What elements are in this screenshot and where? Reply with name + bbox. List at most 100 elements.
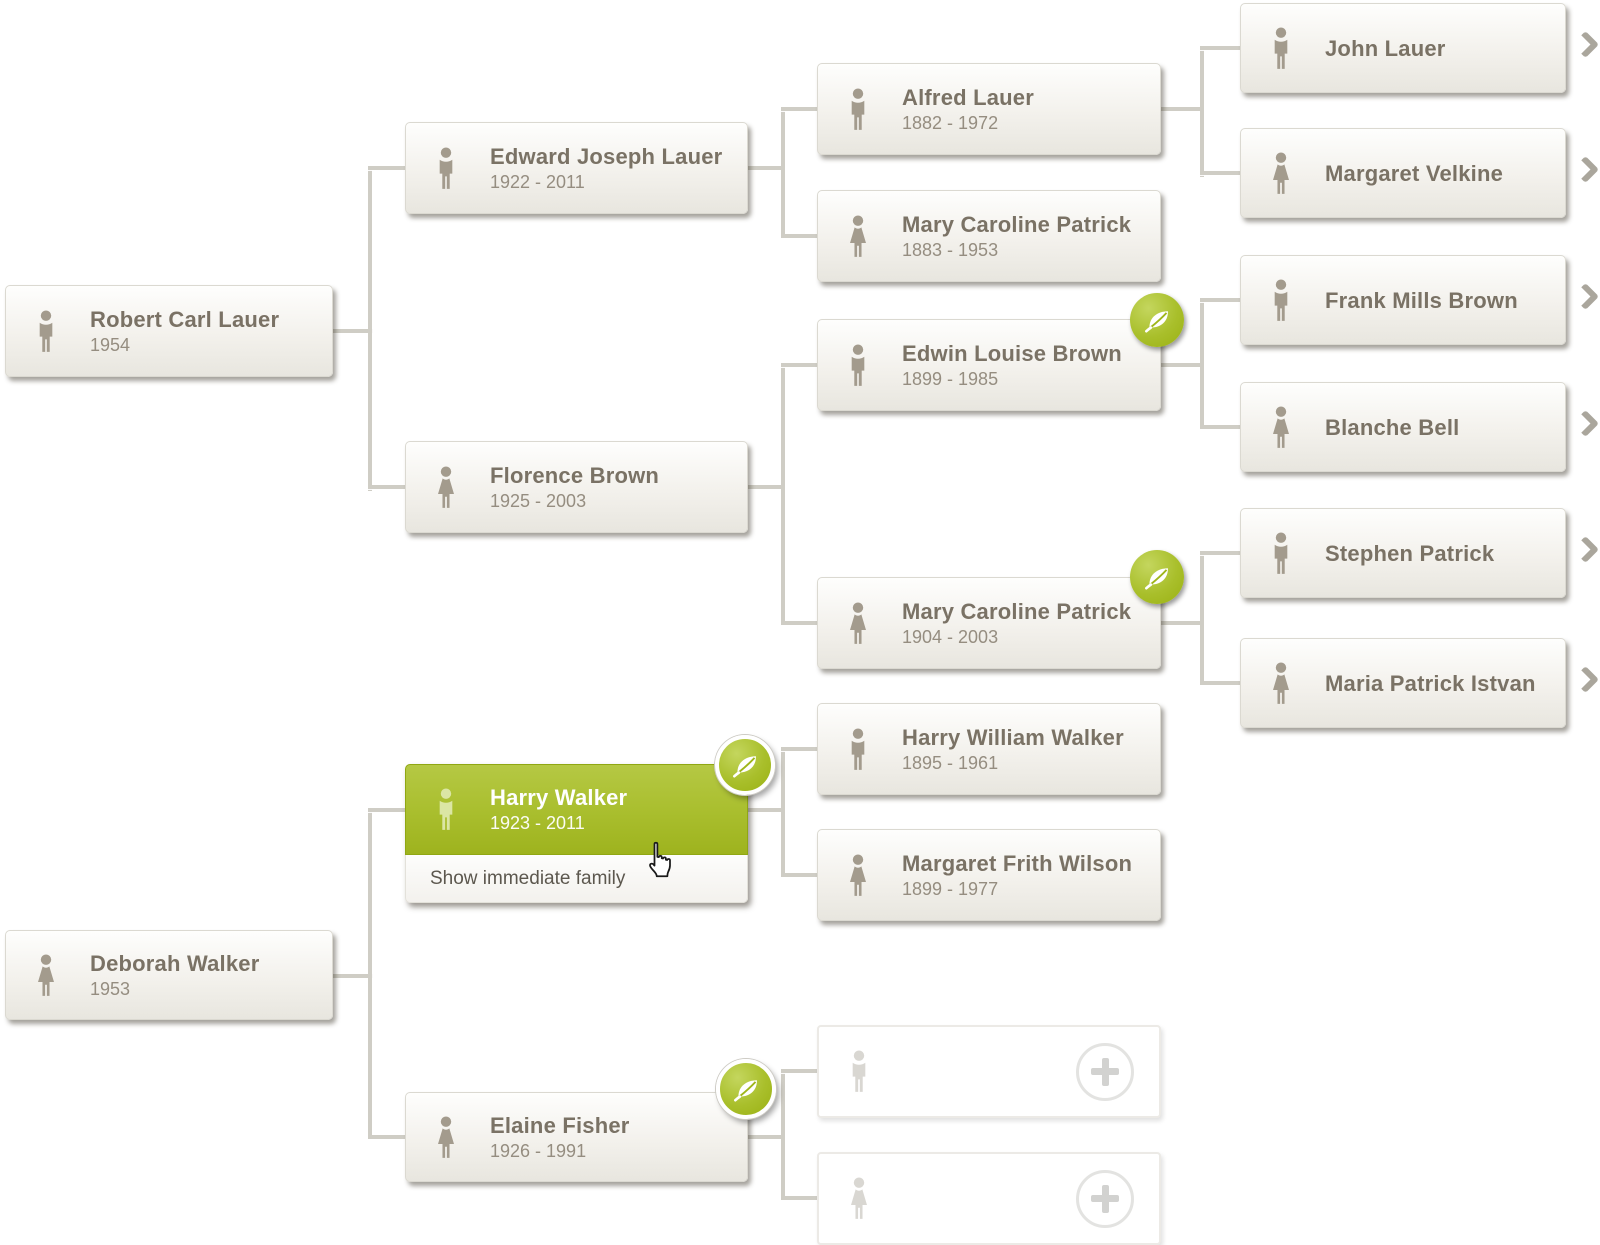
male-icon: [846, 1049, 872, 1094]
person-node-robert-carl-lauer[interactable]: Robert Carl Lauer 1954: [5, 285, 333, 377]
connector-line: [781, 1069, 785, 1200]
male-icon: [1268, 278, 1294, 323]
selected-person-group: Harry Walker 1923 - 2011 Show immediate …: [405, 764, 748, 903]
person-info: Harry William Walker 1895 - 1961: [902, 725, 1124, 774]
expand-ancestors-chevron-icon[interactable]: [1572, 31, 1599, 58]
person-node-frank-mills-brown[interactable]: Frank Mills Brown: [1240, 255, 1566, 345]
connector-line: [781, 747, 785, 877]
connector-line: [781, 234, 817, 238]
expand-ancestors-chevron-icon[interactable]: [1572, 536, 1599, 563]
show-immediate-family-label: Show immediate family: [430, 867, 626, 889]
person-info: Harry Walker 1923 - 2011: [490, 785, 627, 834]
person-name: John Lauer: [1325, 35, 1446, 61]
female-icon: [845, 214, 871, 259]
person-dates: 1954: [90, 334, 131, 355]
male-icon: [845, 727, 871, 772]
connector-line: [368, 485, 405, 489]
person-node-harry-william-walker[interactable]: Harry William Walker 1895 - 1961: [817, 703, 1161, 795]
person-node-harry-walker-selected[interactable]: Harry Walker 1923 - 2011: [405, 764, 748, 855]
person-node-mary-caroline-patrick-1904[interactable]: Mary Caroline Patrick 1904 - 2003: [817, 577, 1161, 669]
leaf-badge[interactable]: [716, 1059, 776, 1119]
connector-line: [781, 1069, 817, 1073]
person-name: Mary Caroline Patrick: [902, 211, 1132, 237]
person-info: Margaret Velkine: [1325, 161, 1503, 186]
person-node-blanche-bell[interactable]: Blanche Bell: [1240, 382, 1566, 472]
connector-line: [1200, 551, 1204, 685]
person-dates: 1953: [90, 978, 131, 999]
male-icon: [433, 787, 459, 832]
connector-line: [781, 1196, 817, 1200]
person-node-edwin-louise-brown[interactable]: Edwin Louise Brown 1899 - 1985: [817, 319, 1161, 411]
person-name: Harry William Walker: [902, 724, 1124, 750]
connector-line: [368, 1135, 405, 1139]
person-name: Deborah Walker: [90, 950, 260, 976]
show-immediate-family-button[interactable]: Show immediate family: [405, 855, 748, 903]
connector-line: [1161, 363, 1204, 367]
person-info: Edwin Louise Brown 1899 - 1985: [902, 341, 1122, 390]
person-node-mary-caroline-patrick-1883[interactable]: Mary Caroline Patrick 1883 - 1953: [817, 190, 1161, 282]
add-person-button[interactable]: [1076, 1042, 1134, 1101]
empty-parent-node-female[interactable]: [817, 1152, 1161, 1245]
connector-line: [1200, 171, 1240, 175]
connector-line: [1200, 298, 1204, 429]
expand-ancestors-chevron-icon[interactable]: [1572, 410, 1599, 437]
person-info: Frank Mills Brown: [1325, 288, 1518, 313]
male-icon: [845, 343, 871, 388]
female-icon: [433, 1115, 459, 1160]
person-info: Elaine Fisher 1926 - 1991: [490, 1113, 630, 1162]
connector-line: [1200, 46, 1204, 177]
leaf-badge[interactable]: [1130, 550, 1184, 604]
person-name: Edwin Louise Brown: [902, 340, 1122, 366]
person-info: Stephen Patrick: [1325, 541, 1494, 566]
person-node-stephen-patrick[interactable]: Stephen Patrick: [1240, 508, 1566, 598]
person-dates: 1882 - 1972: [902, 112, 999, 133]
female-icon: [845, 601, 871, 646]
connector-line: [368, 166, 405, 170]
person-node-john-lauer[interactable]: John Lauer: [1240, 3, 1566, 93]
male-icon: [1268, 26, 1294, 71]
connector-line: [1200, 46, 1240, 50]
person-dates: 1899 - 1985: [902, 368, 999, 389]
person-node-margaret-frith-wilson[interactable]: Margaret Frith Wilson 1899 - 1977: [817, 829, 1161, 921]
connector-line: [748, 1135, 785, 1139]
person-name: Margaret Velkine: [1325, 160, 1504, 186]
add-person-button[interactable]: [1076, 1169, 1134, 1228]
person-dates: 1923 - 2011: [490, 813, 585, 833]
person-node-edward-joseph-lauer[interactable]: Edward Joseph Lauer 1922 - 2011: [405, 122, 748, 214]
connector-line: [781, 873, 817, 877]
expand-ancestors-chevron-icon[interactable]: [1572, 283, 1599, 310]
person-node-margaret-velkine[interactable]: Margaret Velkine: [1240, 128, 1566, 218]
connector-line: [368, 808, 372, 1139]
empty-parent-node-male[interactable]: [817, 1025, 1161, 1118]
expand-ancestors-chevron-icon[interactable]: [1572, 666, 1599, 693]
person-info: Mary Caroline Patrick 1904 - 2003: [902, 599, 1131, 648]
person-node-deborah-walker[interactable]: Deborah Walker 1953: [5, 930, 333, 1020]
person-info: Mary Caroline Patrick 1883 - 1953: [902, 212, 1131, 261]
connector-line: [1161, 107, 1204, 111]
female-icon: [1268, 661, 1294, 706]
person-name: Robert Carl Lauer: [90, 306, 280, 332]
connector-line: [748, 485, 785, 489]
person-info: Alfred Lauer 1882 - 1972: [902, 85, 1034, 134]
connector-line: [748, 166, 785, 170]
connector-line: [333, 974, 373, 978]
person-node-alfred-lauer[interactable]: Alfred Lauer 1882 - 1972: [817, 63, 1161, 155]
expand-ancestors-chevron-icon[interactable]: [1572, 156, 1599, 183]
person-node-maria-patrick-istvan[interactable]: Maria Patrick Istvan: [1240, 638, 1566, 728]
male-icon: [845, 87, 871, 132]
connector-line: [1200, 681, 1240, 685]
connector-line: [1200, 425, 1240, 429]
connector-line: [781, 747, 817, 751]
person-node-florence-brown[interactable]: Florence Brown 1925 - 2003: [405, 441, 748, 533]
leaf-badge[interactable]: [1130, 293, 1184, 347]
person-name: Elaine Fisher: [490, 1112, 630, 1138]
leaf-badge[interactable]: [715, 735, 775, 795]
person-dates: 1899 - 1977: [902, 878, 999, 899]
person-dates: 1926 - 1991: [490, 1140, 587, 1161]
person-name: Blanche Bell: [1325, 414, 1460, 440]
connector-line: [781, 107, 817, 111]
male-icon: [433, 146, 459, 191]
person-node-elaine-fisher[interactable]: Elaine Fisher 1926 - 1991: [405, 1092, 748, 1182]
female-icon: [846, 1176, 872, 1221]
